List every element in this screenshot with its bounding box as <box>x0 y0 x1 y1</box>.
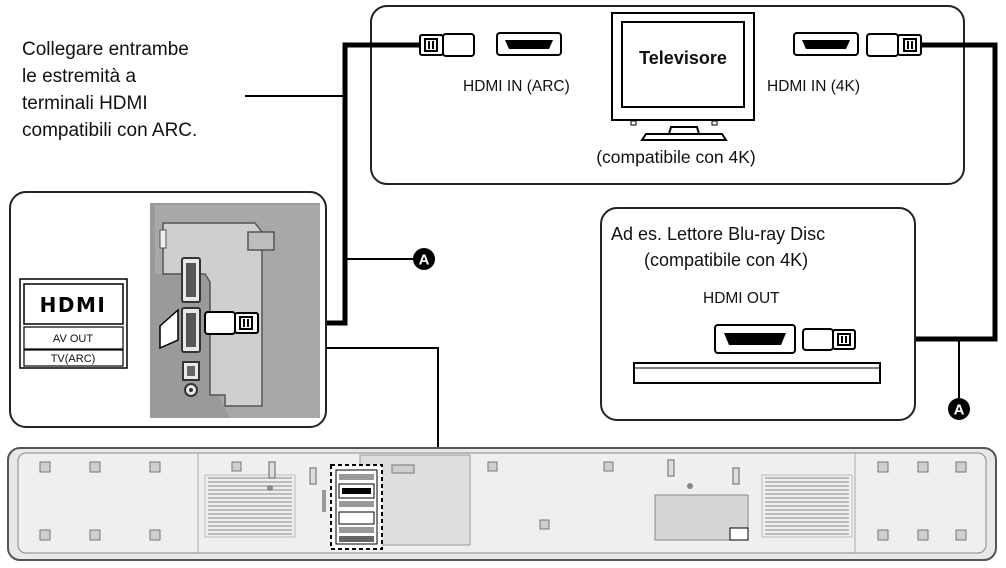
callout-a-badge: A <box>948 398 970 420</box>
callout-a-letter: A <box>419 252 430 269</box>
soundbar-rear-illustration <box>7 447 997 561</box>
hdmi-plug-icon <box>419 33 475 57</box>
callout-a-badge: A <box>413 248 435 270</box>
television-icon <box>611 12 755 141</box>
instruction-text: Collegare entrambe le estremità a termin… <box>22 39 197 141</box>
player-hdmi-out-port-icon <box>714 324 796 354</box>
soundbar-panel-illustration <box>150 203 320 418</box>
player-line-2: (compatibile con 4K) <box>644 250 808 270</box>
callout-a-letter: A <box>954 402 965 419</box>
instruction-line-3: terminali HDMI <box>22 93 148 114</box>
av-out-label: AV OUT <box>53 333 93 345</box>
player-port-label: HDMI OUT <box>703 290 780 307</box>
tv-port-arc-label: HDMI IN (ARC) <box>463 78 570 95</box>
instruction-line-1: Collegare entrambe <box>22 39 189 60</box>
tv-caption: (compatibile con 4K) <box>596 147 756 167</box>
hdmi-plug-icon <box>866 33 922 57</box>
tv-hdmi-arc-port-icon <box>496 32 562 56</box>
player-line-1: Ad es. Lettore Blu-ray Disc <box>611 224 825 244</box>
tv-hdmi-4k-port-icon <box>793 32 859 56</box>
hdmi-logo-frame <box>23 283 124 325</box>
instruction-line-4: compatibili con ARC. <box>22 120 197 141</box>
hdmi-logo: HDMI <box>40 293 107 317</box>
av-out-frame <box>23 326 124 350</box>
instruction-line-2: le estremità a <box>22 66 136 87</box>
hdmi-plug-icon <box>802 328 856 351</box>
tv-arc-frame <box>23 349 124 367</box>
tv-arc-label: TV(ARC) <box>51 353 96 365</box>
hdmi-plug-icon <box>204 311 259 335</box>
tv-screen-label: Televisore <box>639 48 727 68</box>
hdmi-cable-4k <box>855 42 998 342</box>
bluray-player-icon <box>633 362 881 384</box>
tv-port-4k-label: HDMI IN (4K) <box>767 78 860 95</box>
